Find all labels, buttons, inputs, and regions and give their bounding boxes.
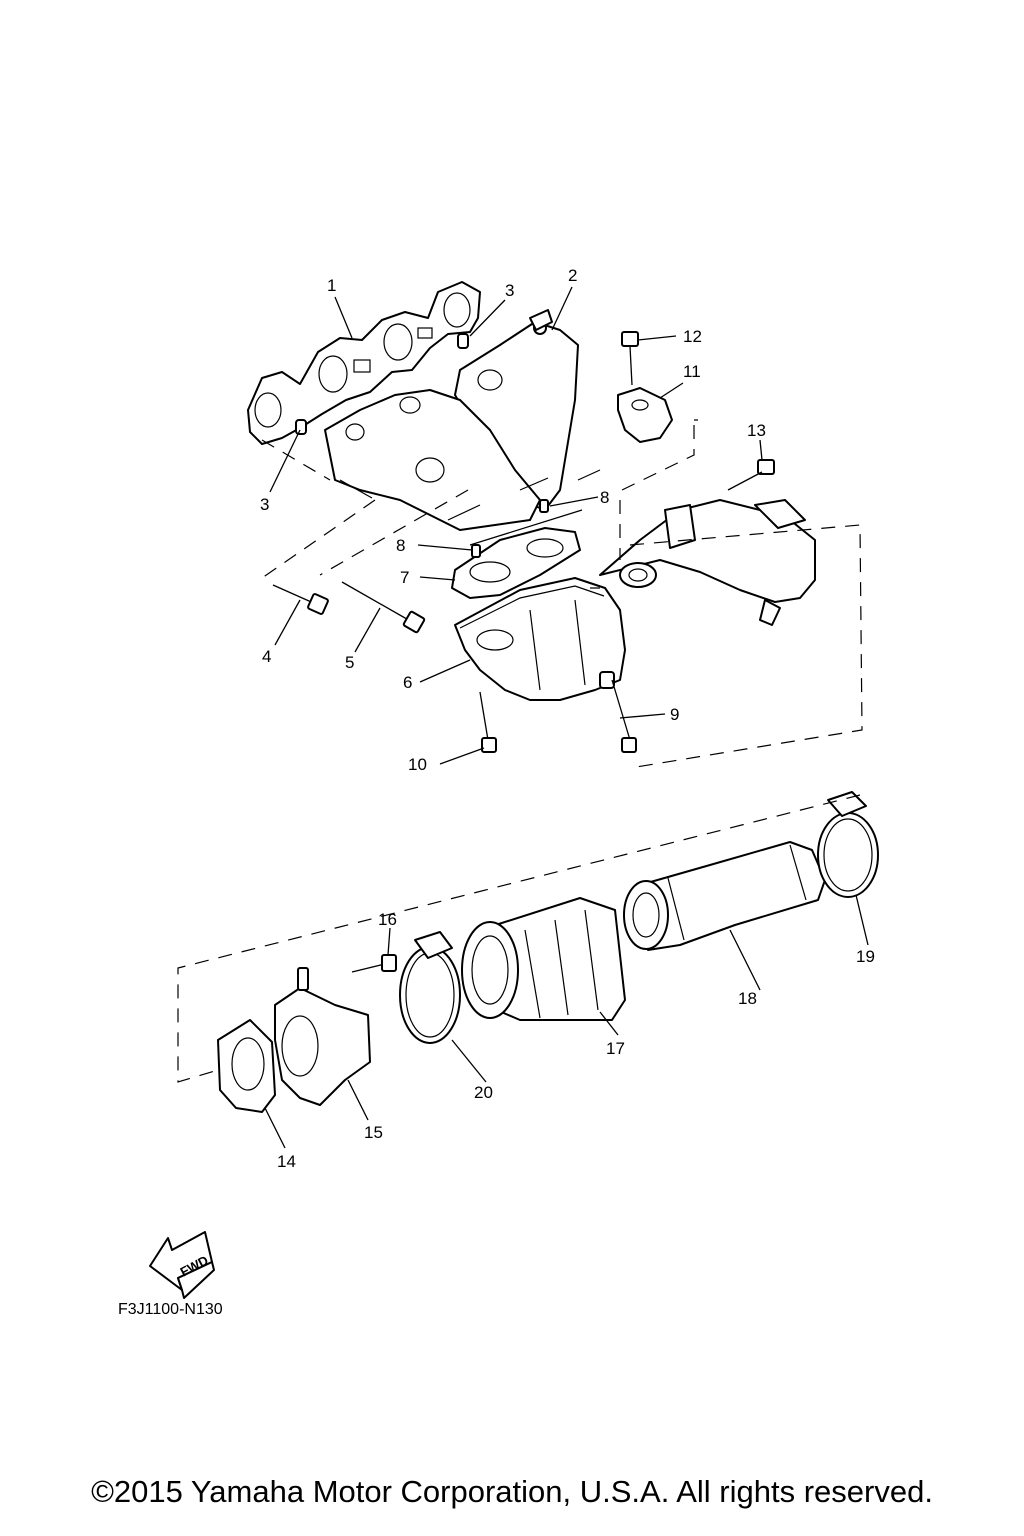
part-7-gasket (451, 527, 581, 599)
callout-19: 19 (856, 947, 875, 966)
part-20-hose-clamp (399, 931, 461, 1044)
callout-8-lower: 8 (396, 536, 405, 555)
callout-18: 18 (738, 989, 757, 1008)
part-1-manifold-gasket (247, 281, 481, 445)
water-pipe-assembly (599, 499, 816, 626)
callout-6: 6 (403, 673, 412, 692)
part-14-gasket (217, 1019, 276, 1113)
part-9-bolt (611, 679, 637, 753)
part-12-bolt (621, 331, 639, 386)
callout-5: 5 (345, 653, 354, 672)
part-19-hose-clamp (817, 791, 879, 898)
diagram-code: F3J1100-N130 (118, 1301, 223, 1318)
exhaust-manifold (324, 309, 579, 531)
callout-14: 14 (277, 1152, 296, 1171)
copyright-notice: ©2015 Yamaha Motor Corporation, U.S.A. A… (91, 1474, 933, 1509)
callout-7: 7 (400, 568, 409, 587)
callout-9: 9 (670, 705, 679, 724)
callout-1: 1 (327, 276, 336, 295)
callout-8-upper: 8 (600, 488, 609, 507)
callout-20: 20 (474, 1083, 493, 1102)
part-16-bolt (351, 954, 397, 973)
part-8-pin-upper (539, 499, 549, 513)
part-10-stud-bolt (479, 691, 497, 753)
part-3-dowel-pin-upper (457, 333, 469, 349)
callout-17: 17 (606, 1039, 625, 1058)
callout-12: 12 (683, 327, 702, 346)
callout-11: 11 (683, 362, 701, 381)
callout-10: 10 (408, 755, 427, 774)
callout-2: 2 (568, 266, 577, 285)
callout-leaders (264, 286, 869, 1149)
part-3-dowel-pin-lower (295, 419, 307, 435)
part-6-exhaust-chamber (454, 577, 626, 701)
part-13-bolt (727, 459, 775, 491)
callout-3-lower: 3 (260, 495, 269, 514)
callout-16: 16 (378, 910, 397, 929)
callout-15: 15 (364, 1123, 383, 1142)
callout-numbers: 1 2 3 3 4 5 6 7 8 8 9 10 11 12 13 14 15 … (260, 266, 875, 1171)
part-8-pin-lower (471, 544, 481, 558)
part-11-bracket (617, 387, 673, 443)
part-5-bolt (341, 581, 426, 634)
part-15-exhaust-pipe-flange (274, 967, 371, 1106)
part-17-rubber-hose (461, 897, 626, 1021)
assembly-lines (177, 419, 863, 1083)
callout-3-upper: 3 (505, 281, 514, 300)
callout-13: 13 (747, 421, 766, 440)
callout-4: 4 (262, 647, 271, 666)
fwd-arrow-icon: FWD (149, 1231, 215, 1299)
part-4-bolt (272, 584, 329, 615)
part-18-pipe (623, 841, 826, 951)
